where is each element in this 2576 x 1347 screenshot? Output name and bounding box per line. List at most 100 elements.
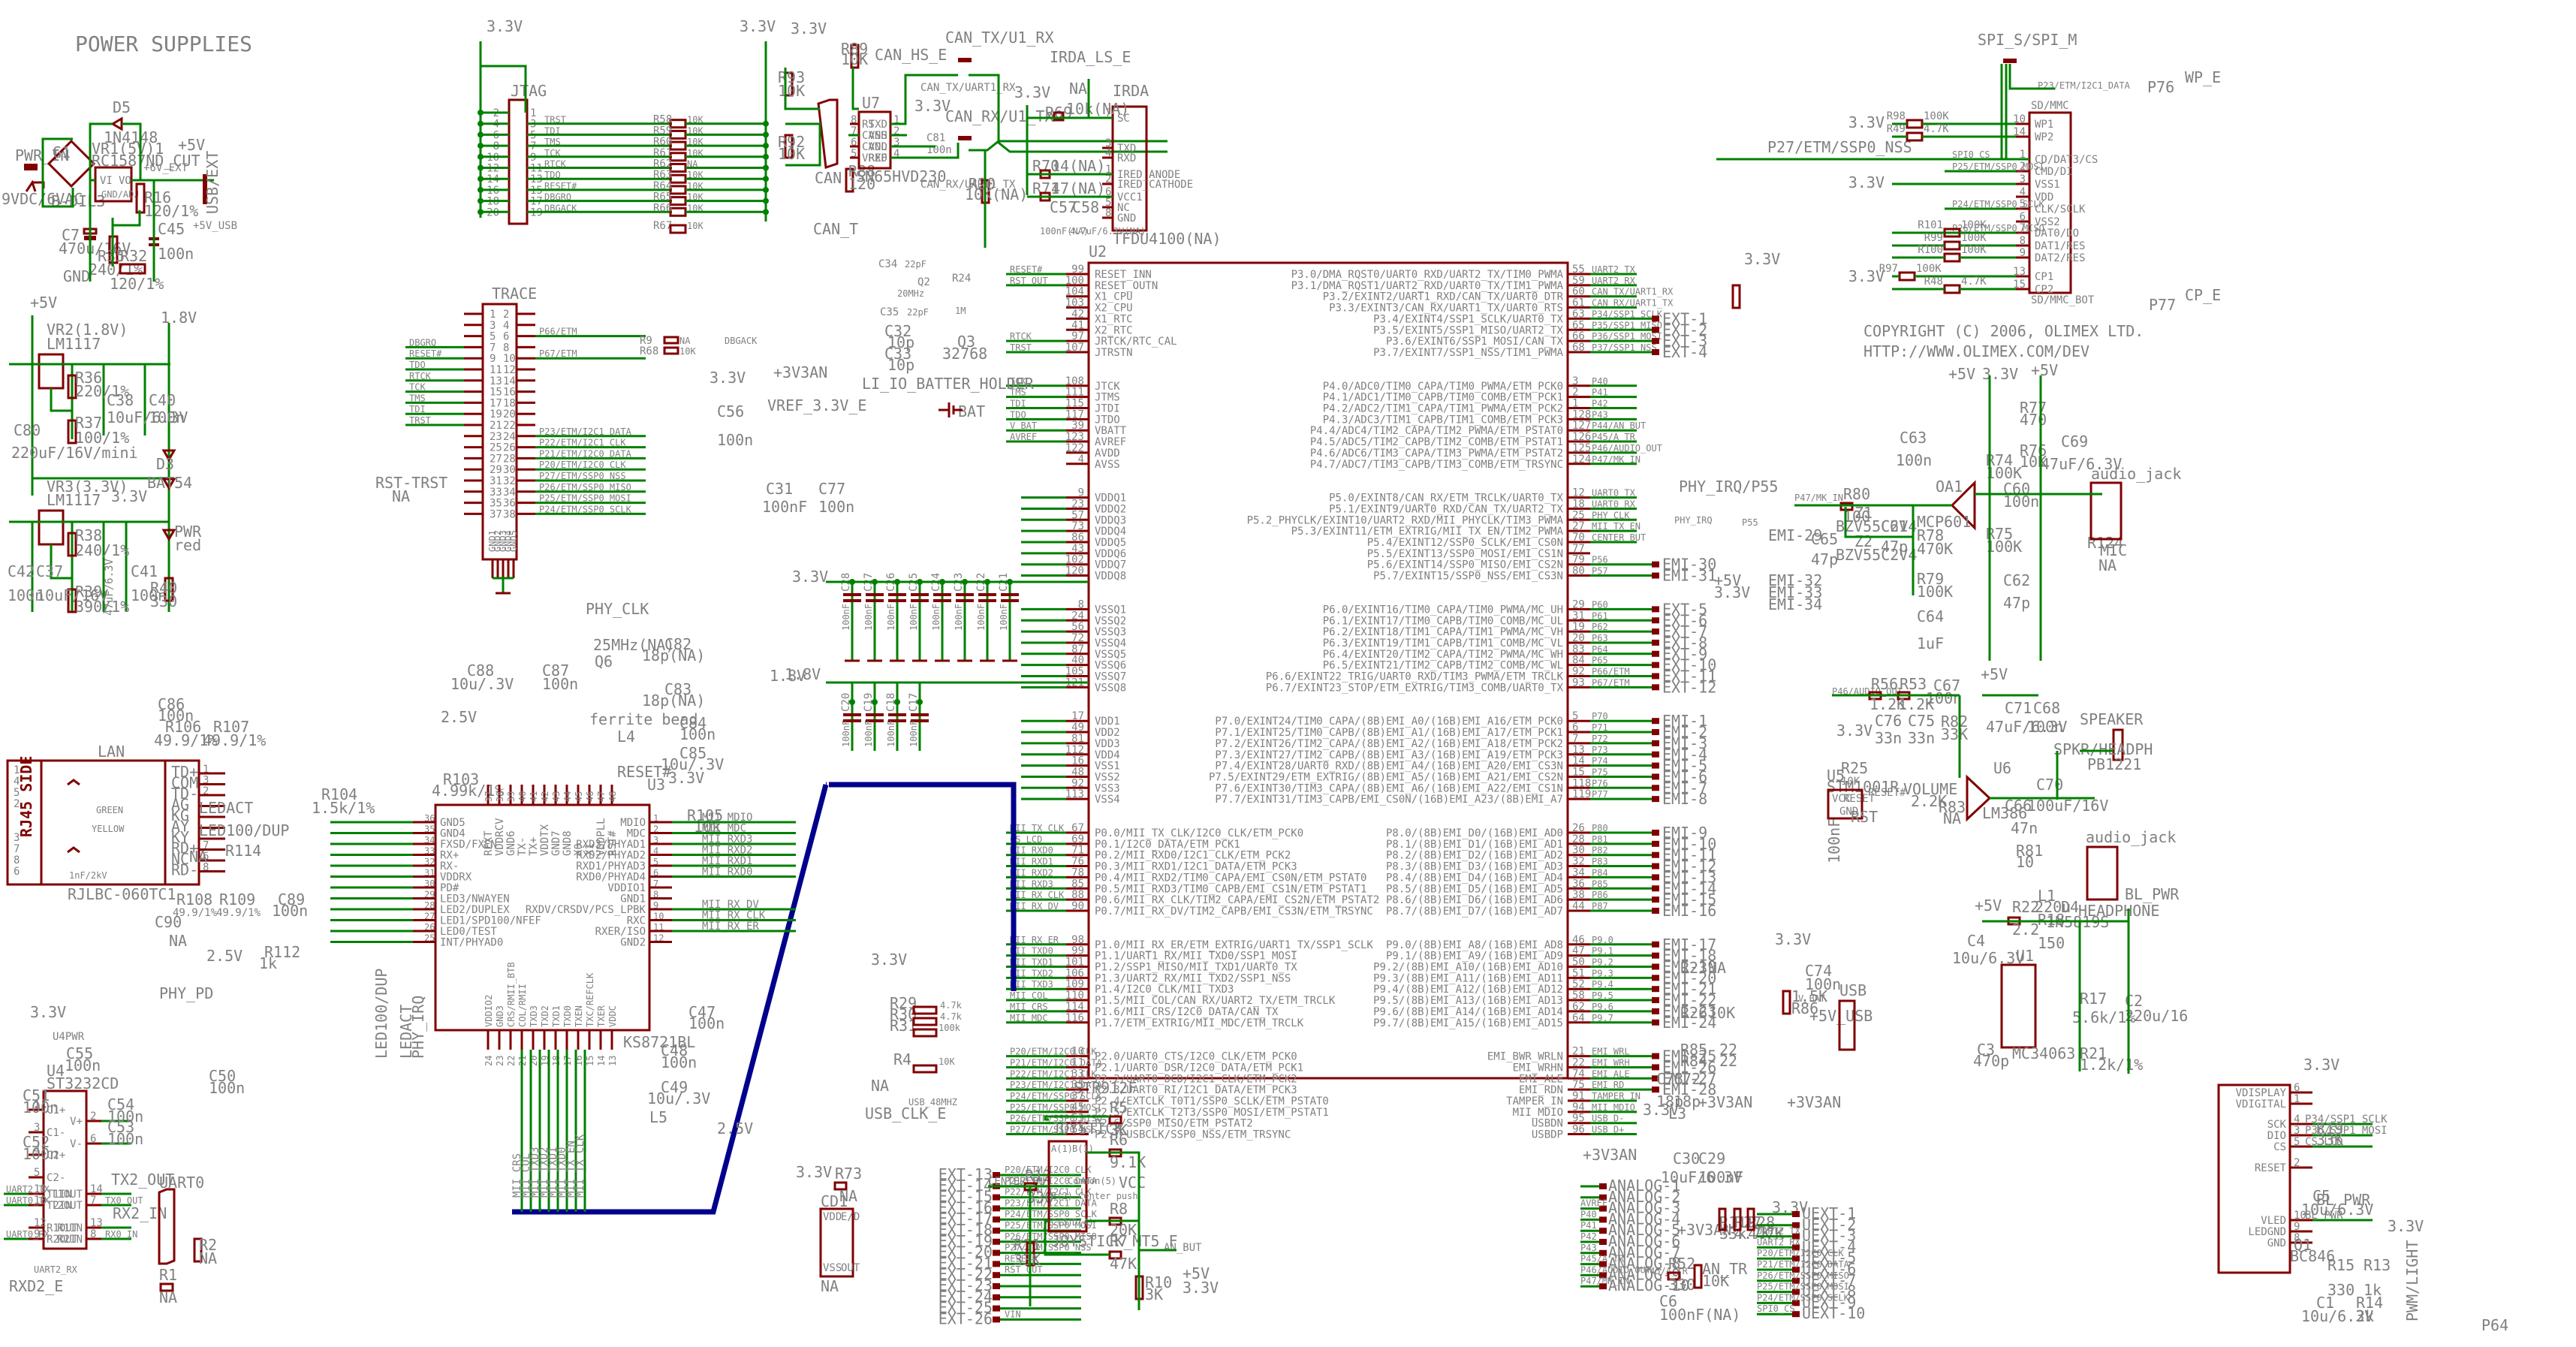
spkr-headph-jumper[interactable]: SPKR/HEADPH (2053, 740, 2153, 758)
analog-terminal[interactable] (1599, 1239, 1607, 1245)
joystick-switch[interactable] (1047, 1140, 1088, 1233)
uext-terminal[interactable] (1792, 1233, 1800, 1240)
ext-terminal[interactable] (1652, 1053, 1659, 1059)
ext-terminal[interactable] (1652, 718, 1659, 725)
vref-jumper[interactable]: VREF_3.3V_E (767, 396, 866, 414)
ext-terminal[interactable] (1652, 952, 1659, 959)
uext-terminal[interactable] (1792, 1211, 1800, 1217)
uext-terminal[interactable] (1792, 1267, 1800, 1273)
ext-terminal[interactable] (1652, 986, 1659, 993)
ext-terminal[interactable] (1652, 885, 1659, 892)
sd-mmc-socket[interactable] (2028, 111, 2072, 294)
ext-terminal[interactable] (1652, 907, 1659, 914)
ext-terminal[interactable] (1652, 1019, 1659, 1026)
ext-terminal[interactable] (1652, 617, 1659, 624)
uext-terminal[interactable] (1792, 1244, 1800, 1251)
ext-terminal[interactable] (1652, 628, 1659, 635)
ext-terminal[interactable] (1652, 673, 1659, 680)
volume-pot-ref[interactable]: VOLUME (1903, 780, 1957, 798)
ext-terminal[interactable] (993, 1194, 1000, 1201)
ext-terminal[interactable] (1652, 740, 1659, 746)
wp-e-jumper[interactable]: WP_E (2185, 68, 2221, 86)
spi-s-m-jumper[interactable]: SPI_S/SPI_M (1978, 31, 2077, 49)
ext-terminal[interactable] (1652, 315, 1659, 322)
tx2-out-testpoint[interactable]: TX2_OUT (111, 1171, 174, 1189)
ext-terminal[interactable] (1652, 338, 1659, 345)
ext-terminal[interactable] (993, 1238, 1000, 1245)
uext-terminal[interactable] (1792, 1311, 1800, 1318)
ext-terminal[interactable] (993, 1305, 1000, 1312)
can-hs-e-jumper[interactable]: CAN_HS_E (875, 46, 947, 64)
ext-terminal[interactable] (1652, 639, 1659, 646)
ext-terminal[interactable] (993, 1249, 1000, 1256)
irda-ls-e-jumper[interactable]: IRDA_LS_E (1050, 48, 1131, 66)
can-tx-jumper[interactable]: CAN_TX/U1_RX (945, 29, 1054, 47)
ext-terminal[interactable] (1652, 572, 1659, 579)
ext-terminal[interactable] (1652, 997, 1659, 1004)
ext-terminal[interactable] (1652, 650, 1659, 657)
ext-terminal[interactable] (993, 1205, 1000, 1212)
ext-terminal[interactable] (1652, 773, 1659, 780)
phy-irq-jumper[interactable]: PHY_IRQ/P55 (1679, 478, 1778, 496)
rx2-in-testpoint[interactable]: RX2_IN (113, 1204, 167, 1222)
cp-e-jumper[interactable]: CP_E (2185, 286, 2221, 304)
can-t-jumper[interactable]: CAN_T (813, 220, 858, 238)
ext-terminal[interactable] (1652, 975, 1659, 981)
uart0-db9-connector[interactable] (158, 1188, 176, 1265)
ext-terminal[interactable] (993, 1228, 1000, 1234)
analog-terminal[interactable] (1599, 1261, 1607, 1267)
ext-terminal[interactable] (1652, 830, 1659, 836)
analog-terminal[interactable] (1599, 1216, 1607, 1223)
ext-terminal[interactable] (1652, 348, 1659, 355)
ext-terminal[interactable] (1652, 851, 1659, 858)
mic-audio-jack[interactable] (2089, 481, 2123, 541)
pwm-light-jumper[interactable]: PWM/LIGHT (2403, 1240, 2421, 1321)
ext-terminal[interactable] (1652, 751, 1659, 758)
headphone-audio-jack[interactable] (2086, 845, 2119, 901)
usb-clk-e-jumper[interactable]: USB_CLK_E (865, 1104, 946, 1122)
ext-terminal[interactable] (1652, 762, 1659, 769)
can-db9-connector[interactable] (817, 98, 839, 170)
ext-terminal[interactable] (1652, 606, 1659, 613)
speaker-pb1221[interactable] (2112, 728, 2124, 761)
ext-terminal[interactable] (1652, 661, 1659, 668)
uext-terminal[interactable] (1792, 1222, 1800, 1228)
uext-terminal[interactable] (1792, 1300, 1800, 1306)
ext-terminal[interactable] (1652, 863, 1659, 869)
ext-terminal[interactable] (1652, 327, 1659, 333)
ext-terminal[interactable] (1652, 840, 1659, 847)
ext-terminal[interactable] (1652, 729, 1659, 736)
ext-terminal[interactable] (993, 1261, 1000, 1267)
lan-rj45-connector[interactable] (6, 759, 200, 886)
ext-terminal[interactable] (993, 1316, 1000, 1323)
ext-terminal[interactable] (1652, 796, 1659, 803)
ext-terminal[interactable] (993, 1283, 1000, 1289)
uext-terminal[interactable] (1792, 1255, 1800, 1262)
usb-connector[interactable] (1838, 999, 1856, 1051)
ext-terminal[interactable] (993, 1172, 1000, 1178)
an-tr-potentiometer[interactable] (1693, 1264, 1703, 1289)
jtag-connector[interactable] (508, 98, 529, 225)
ext-terminal[interactable] (1652, 1064, 1659, 1071)
ext-terminal[interactable] (1652, 874, 1659, 881)
analog-terminal[interactable] (1599, 1249, 1607, 1256)
analog-terminal[interactable] (1599, 1194, 1607, 1201)
ext-terminal[interactable] (1652, 561, 1659, 568)
analog-terminal[interactable] (1599, 1205, 1607, 1212)
trace-connector[interactable] (481, 303, 518, 561)
uext-terminal[interactable] (1792, 1288, 1800, 1295)
analog-terminal[interactable] (1599, 1283, 1607, 1290)
ext-terminal[interactable] (1652, 785, 1659, 791)
ext-terminal[interactable] (1652, 941, 1659, 948)
ext-terminal[interactable] (1652, 963, 1659, 970)
analog-terminal[interactable] (1599, 1228, 1607, 1234)
analog-terminal[interactable] (1599, 1272, 1607, 1279)
ext-terminal[interactable] (1652, 1008, 1659, 1014)
ext-terminal[interactable] (1652, 684, 1659, 691)
ext-terminal[interactable] (1652, 1075, 1659, 1082)
ext-terminal[interactable] (993, 1272, 1000, 1279)
rst-button[interactable]: RST (1851, 808, 1878, 826)
rxd2-e-jumper[interactable]: RXD2_E (9, 1277, 63, 1295)
ext-terminal[interactable] (1652, 1086, 1659, 1093)
ext-terminal[interactable] (993, 1294, 1000, 1300)
